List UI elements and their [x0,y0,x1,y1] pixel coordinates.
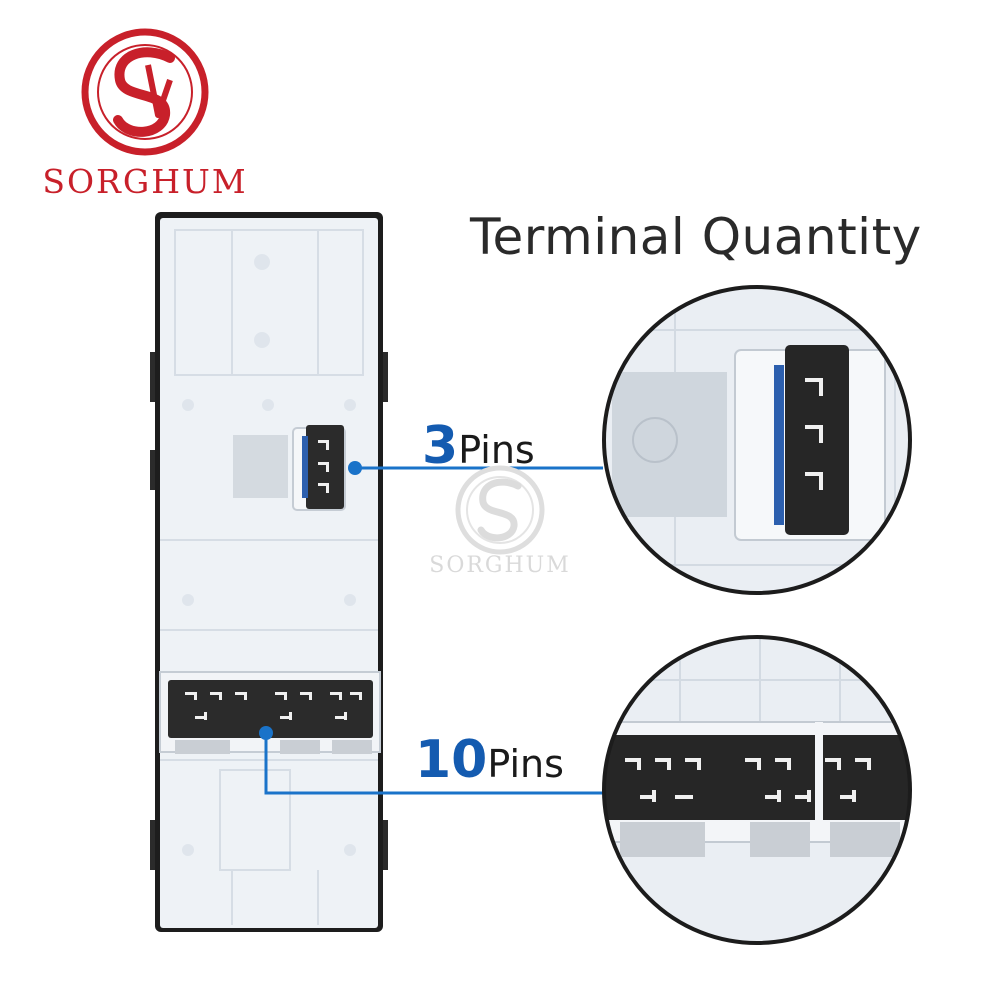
ten-pin-unit: Pins [487,742,564,786]
callout-dot-three-pin [348,461,362,475]
zoom-circle-three-pin [602,285,912,595]
callout-lines [264,466,603,795]
brand-name: SORGHUM [42,162,248,201]
ten-pin-label: 10Pins [415,730,564,790]
three-pin-count: 3 [422,416,459,476]
page-title: Terminal Quantity [470,208,922,266]
brand-logo [81,28,209,156]
watermark-text: SORGHUM [429,553,571,578]
watermark-emblem [455,465,545,555]
zoom-circle-ten-pin [602,635,912,945]
three-pin-label: 3Pins [422,416,535,476]
three-pin-connector [292,425,346,511]
callout-dot-ten-pin [259,726,273,740]
three-pin-unit: Pins [458,428,535,472]
ten-pin-connector [159,671,381,754]
ten-pin-count: 10 [415,730,488,790]
switch-housing [150,212,388,932]
